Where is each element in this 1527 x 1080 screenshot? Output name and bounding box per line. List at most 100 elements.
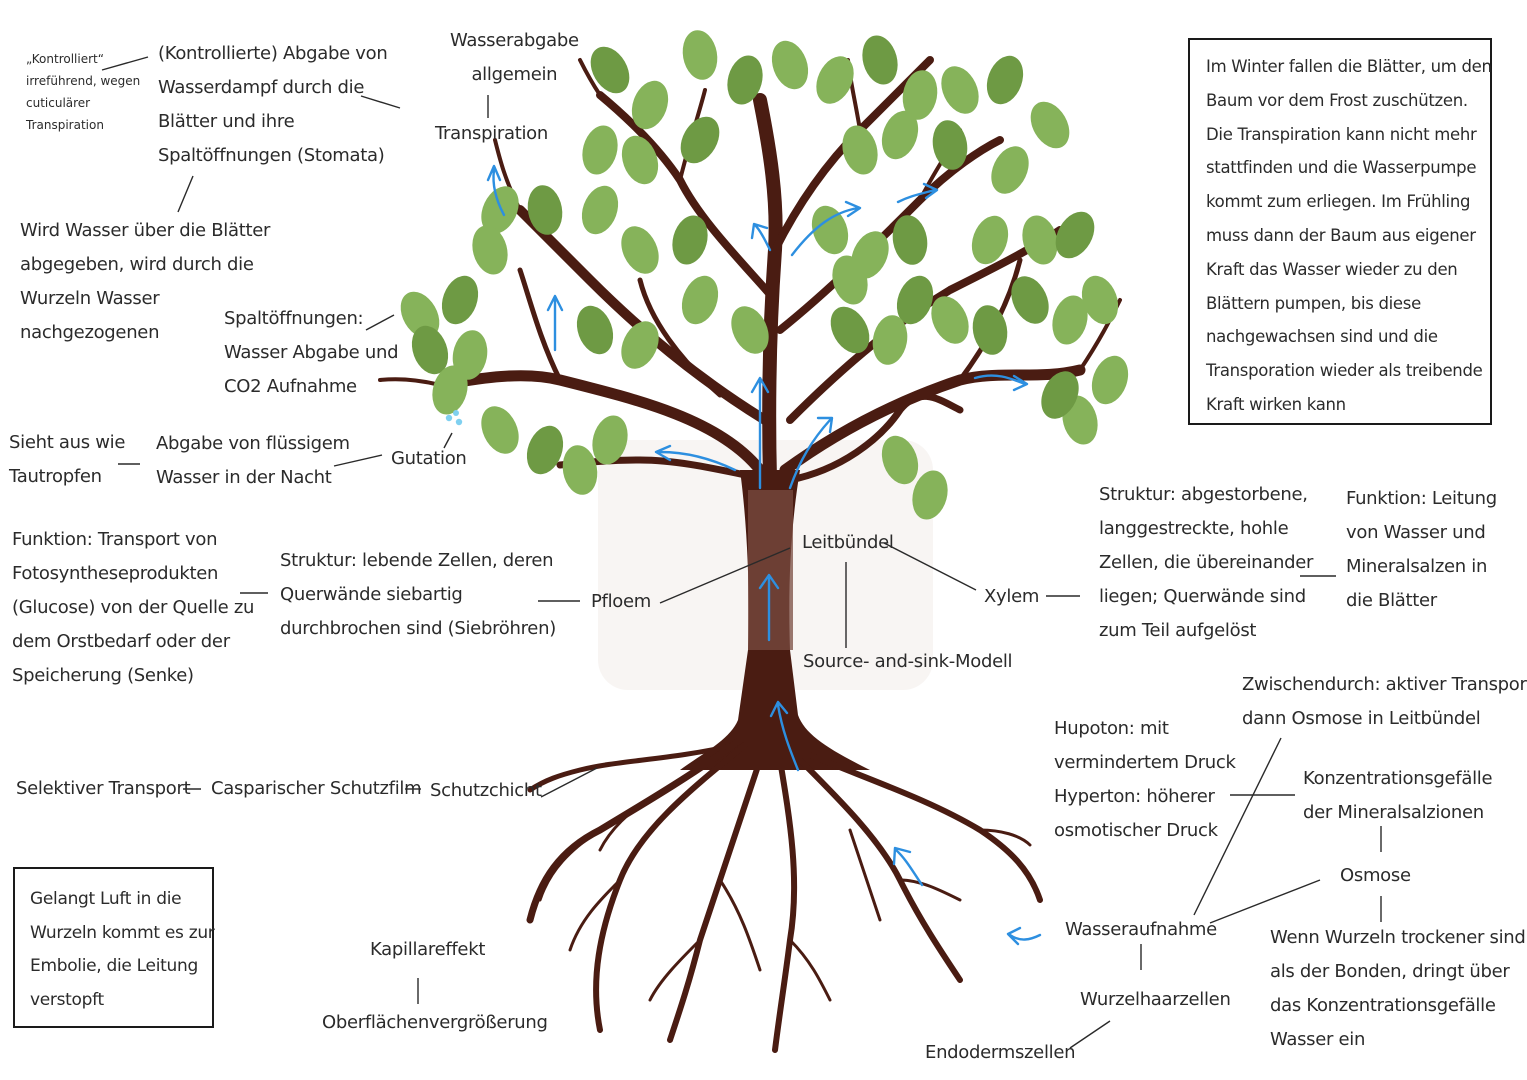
flow-arrow-1 [769, 700, 800, 772]
leaf-12 [680, 116, 720, 164]
tautropfen-label: Sieht aus wie Tautropfen [9, 432, 126, 487]
root-11 [898, 878, 962, 902]
casparischer-schutzfilm-label: Casparischer Schutzfilm [211, 778, 422, 799]
root-15 [598, 798, 652, 852]
root-4 [797, 757, 963, 983]
leaf-39 [526, 425, 564, 475]
leaf-11 [621, 135, 659, 185]
hypoton-label: Hupoton: mit vermindertem Druck Hyperton… [1054, 718, 1236, 841]
leaf-19 [581, 185, 619, 235]
leaf-43 [621, 321, 659, 369]
leaf-4 [771, 40, 809, 90]
flow-arrow-11 [892, 846, 924, 887]
root-7 [538, 828, 602, 902]
source-sink-label: Source- and-sink-Modell [803, 651, 1013, 672]
leaf-21 [672, 215, 708, 265]
tree-leaves [400, 30, 1129, 520]
connector-lines [101, 56, 1382, 1049]
root-2 [667, 757, 763, 1043]
spaltoeffnungen-label: Spaltöffnungen: Wasser Abgabe und CO2 Au… [224, 308, 399, 397]
winter-note-text: Im Winter fallen die Blätter, um den Bau… [1206, 57, 1492, 414]
leaf-27 [1055, 211, 1095, 259]
root-8 [568, 878, 622, 952]
leaf-55 [681, 275, 719, 325]
leaf-8 [941, 66, 979, 114]
root-6 [527, 742, 738, 793]
abgabe-fluessig-label: Abgabe von flüssigem Wasser in der Nacht [156, 433, 350, 488]
flow-arrow-6 [790, 200, 862, 257]
leaf-32 [472, 225, 508, 275]
root-9 [648, 938, 702, 1002]
wenn-wurzeln-label: Wenn Wurzeln trockener sind als der Bond… [1270, 927, 1526, 1050]
root-5 [807, 752, 1043, 903]
wurzelhaarzellen-label: Wurzelhaarzellen [1080, 989, 1231, 1010]
leaf-16 [991, 146, 1029, 194]
leaf-31 [481, 186, 519, 234]
leaf-26 [1022, 215, 1058, 265]
leaf-51 [1041, 371, 1079, 419]
leaf-52 [881, 435, 919, 485]
branch-2 [515, 205, 770, 425]
root-13 [718, 878, 762, 972]
phloem-funktion-label: Funktion: Transport von Fotosyntheseprod… [12, 529, 255, 686]
leaf-36 [411, 325, 449, 375]
leaf-24 [892, 215, 928, 265]
root-10 [788, 938, 832, 1002]
branch-3 [596, 91, 779, 304]
flow-arrow-8 [973, 374, 1029, 392]
konzentrationsgefaelle-label: Konzentrationsgefälle der Mineralsalzion… [1303, 768, 1493, 823]
schutzschicht-label: Schutzchicht [430, 780, 542, 801]
xylem-struktur-label: Struktur: abgestorbene, langgestreckte, … [1099, 484, 1314, 641]
xylem-label: Xylem [984, 586, 1040, 607]
gutation-label: Gutation [391, 448, 467, 469]
winter-note-box: Im Winter fallen die Blätter, um den Bau… [1188, 38, 1492, 425]
wasseraufnahme-label: Wasseraufnahme [1065, 919, 1217, 940]
leitbuendel-label: Leitbündel [802, 532, 894, 553]
leaf-41 [592, 415, 628, 465]
leaf-46 [931, 296, 969, 344]
branch-10 [637, 277, 723, 398]
flow-arrow-3 [654, 444, 737, 472]
tree-trunk [680, 470, 870, 770]
leaf-25 [971, 215, 1009, 265]
branch-5 [776, 136, 1004, 334]
leaf-15 [932, 120, 968, 170]
leaf-37 [432, 365, 468, 415]
leaf-30 [1011, 276, 1049, 324]
root-14 [848, 828, 882, 922]
leaf-44 [832, 255, 868, 305]
leaf-6 [862, 35, 898, 85]
endodermszellen-label: Endodermszellen [925, 1042, 1076, 1063]
leaf-7 [902, 70, 938, 120]
leaf-42 [576, 305, 614, 355]
leaf-45 [896, 275, 934, 325]
flow-arrow-7 [896, 182, 939, 204]
leaf-0 [590, 46, 630, 94]
leaf-3 [727, 55, 763, 105]
gutation-droplets-icon [445, 410, 463, 426]
leaf-56 [731, 306, 769, 354]
leaf-33 [441, 275, 479, 325]
branch-1 [434, 370, 766, 476]
leaf-10 [582, 125, 618, 175]
flow-arrow-10 [486, 164, 506, 217]
tree-roots [526, 736, 1043, 1053]
leaf-47 [872, 315, 908, 365]
embolie-note-text: Gelangt Luft in die Wurzeln kommt es zur… [30, 889, 215, 1010]
branch-9 [786, 392, 964, 484]
leaf-29 [1052, 295, 1088, 345]
leaf-5 [816, 56, 854, 104]
branch-6 [779, 364, 1086, 476]
transpiration-label: Transpiration [435, 123, 549, 144]
leaf-48 [830, 306, 870, 354]
phloem-struktur-label: Struktur: lebende Zellen, deren Querwänd… [280, 550, 556, 639]
embolie-note-box: Gelangt Luft in die Wurzeln kommt es zur… [13, 867, 215, 1028]
flow-arrow-4 [788, 416, 834, 490]
pfloem-label: Pfloem [591, 591, 652, 612]
branch-0 [753, 93, 783, 487]
leaf-2 [682, 30, 718, 80]
kontrolliert-note: „Kontrolliert“ irreführend, wegen cuticu… [26, 52, 141, 132]
leaf-20 [621, 226, 659, 274]
leaf-1 [631, 80, 669, 130]
